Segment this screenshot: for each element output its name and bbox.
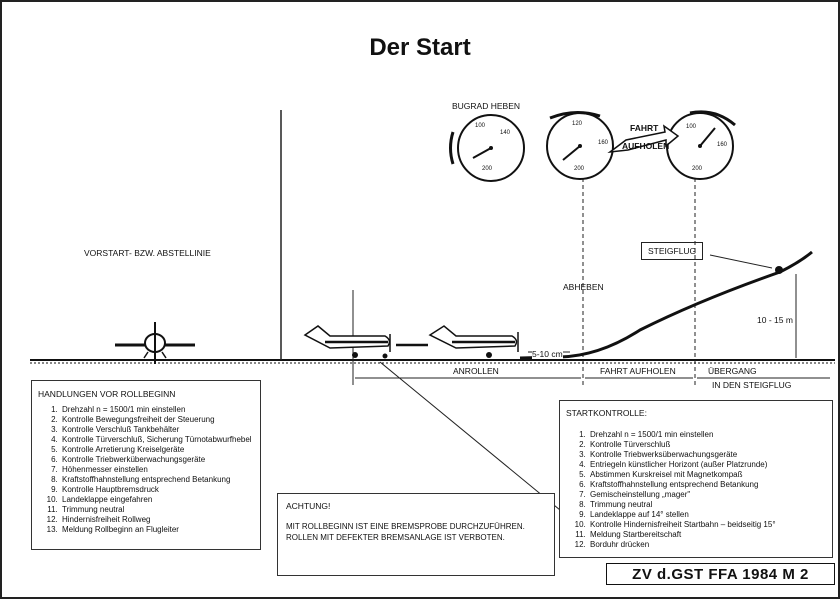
rollbeginn-box: HANDLUNGEN VOR ROLLBEGINN Drehzahl n = 1… [31, 380, 261, 550]
page-title: Der Start [369, 34, 471, 61]
list-item: Kontrolle Hindernisfreiheit Startbahn – … [588, 520, 826, 530]
rollbeginn-list: Drehzahl n = 1500/1 min einstellen Kontr… [38, 405, 254, 535]
list-item: Landeklappe eingefahren [60, 495, 254, 505]
abheben-label: ABHEBEN [563, 282, 604, 292]
list-item: Kraftstoffhahnstellung entsprechend Beta… [60, 475, 254, 485]
abstand-label: 5-10 cm [532, 349, 563, 359]
airspeed-gauge-1-icon [449, 114, 525, 182]
gauge-2-tick: 200 [574, 166, 585, 172]
list-item: Höhenmesser einstellen [60, 465, 254, 475]
list-item: Kontrolle Türverschluß [588, 440, 826, 450]
list-item: Kontrolle Türverschluß, Sicherung Türnot… [60, 435, 254, 445]
list-item: Trimmung neutral [60, 505, 254, 515]
gauge-1-tick: 100 [475, 123, 486, 129]
airspeed-gauge-3-icon [666, 110, 736, 180]
gauge-2-tick: 160 [598, 140, 609, 146]
list-item: Entriegeln künstlicher Horizont (außer P… [588, 460, 826, 470]
aircraft-side-2-icon [428, 325, 519, 358]
list-item: Landeklappe auf 14° stellen [588, 510, 826, 520]
gauge-3-tick: 100 [686, 124, 697, 130]
height-label: 10 - 15 m [757, 315, 793, 325]
list-item: Trimmung neutral [588, 500, 826, 510]
achtung-text: MIT ROLLBEGINN IST EINE BREMSPROBE DURCH… [286, 522, 525, 542]
list-item: Kontrolle Bewegungsfreiheit der Steuerun… [60, 415, 254, 425]
gauge-3-tick: 160 [717, 142, 728, 148]
gauge-1-tick: 200 [482, 166, 493, 172]
fahrt-label: FAHRT [630, 123, 659, 133]
gauge-1-tick: 140 [500, 130, 511, 136]
vorstart-label: VORSTART- BZW. ABSTELLINIE [84, 248, 211, 258]
list-item: Drehzahl n = 1500/1 min einstellen [588, 430, 826, 440]
list-item: Meldung Rollbeginn an Flugleiter [60, 525, 254, 535]
climb-point [775, 266, 783, 274]
fahrt-arrow-icon [607, 124, 680, 154]
aircraft-side-1-icon [303, 325, 391, 359]
list-item: Kontrolle Arretierung Kreiselgeräte [60, 445, 254, 455]
steigflug-label: STEIGFLUG [641, 242, 704, 260]
achtung-pointer [379, 361, 561, 511]
uebergang-label: ÜBERGANG [706, 366, 759, 376]
list-item: Kontrolle Triebwerküberwachungsgeräte [60, 455, 254, 465]
startkontrolle-heading: STARTKONTROLLE: [566, 408, 647, 418]
list-item: Hindernisfreiheit Rollweg [60, 515, 254, 525]
list-item: Kontrolle Verschluß Tankbehälter [60, 425, 254, 435]
list-item: Kontrolle Hauptbremsdruck [60, 485, 254, 495]
steigflug-pointer [709, 254, 773, 269]
climb-path [519, 250, 813, 360]
bugrad-label: BUGRAD HEBEN [452, 101, 521, 111]
gauge-3-tick: 200 [692, 166, 703, 172]
steigflug-phase-label: IN DEN STEIGFLUG [712, 380, 792, 390]
fahrt-aufholen-phase-label: FAHRT AUFHOLEN [598, 366, 678, 376]
list-item: Kontrolle Triebwerksüberwachungsgeräte [588, 450, 826, 460]
list-item: Drehzahl n = 1500/1 min einstellen [60, 405, 254, 415]
aircraft-front-icon [115, 322, 195, 364]
document-stamp: ZV d.GST FFA 1984 M 2 [606, 563, 835, 585]
list-item: Abstimmen Kurskreisel mit Magnetkompaß [588, 470, 826, 480]
rollbeginn-heading: HANDLUNGEN VOR ROLLBEGINN [38, 389, 176, 399]
list-item: Borduhr drücken [588, 540, 826, 550]
list-item: Kraftstoffhahnstellung entsprechend Beta… [588, 480, 826, 490]
list-item: Gemischeinstellung „mager" [588, 490, 826, 500]
achtung-box: ACHTUNG! MIT ROLLBEGINN IST EINE BREMSPR… [277, 493, 555, 576]
gauge-2-tick: 120 [572, 121, 583, 127]
airspeed-gauge-2-icon [546, 111, 614, 180]
list-item: Meldung Startbereitschaft [588, 530, 826, 540]
startkontrolle-box: STARTKONTROLLE: Drehzahl n = 1500/1 min … [559, 400, 833, 558]
aufholen-label: AUFHOLEN [622, 141, 670, 151]
startkontrolle-list: Drehzahl n = 1500/1 min einstellen Kontr… [566, 430, 826, 550]
anrollen-label: ANROLLEN [449, 366, 503, 376]
achtung-heading: ACHTUNG! [286, 501, 331, 511]
